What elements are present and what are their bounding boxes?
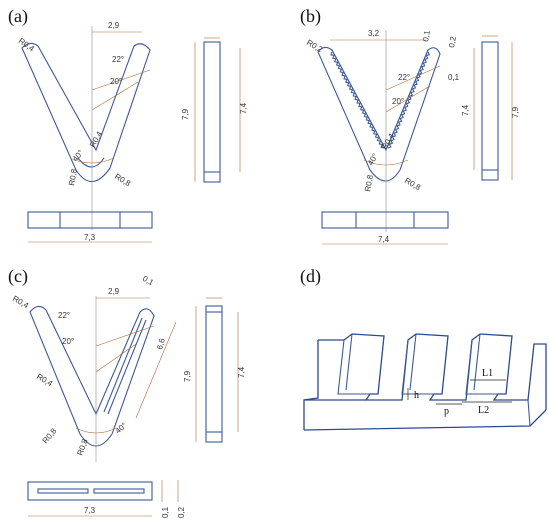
c-base-width: 7,3 — [84, 506, 96, 515]
serration — [387, 51, 431, 149]
panel-a: (a) R0,4 2,9 22° 20° R0,4 40° R0,8 R0,8 … — [8, 6, 248, 243]
c-angle-inner: 20° — [62, 337, 74, 346]
c-r-bottom-right: R0,8 — [75, 437, 89, 456]
c-width-top: 2,9 — [108, 287, 120, 296]
b-tooth-c: 0,1 — [448, 73, 460, 82]
panel-a-label: (a) — [8, 6, 28, 27]
a-angle-outer: 22° — [112, 55, 124, 64]
c-side-height-outer: 7,9 — [183, 370, 192, 382]
b-base-width: 7,4 — [378, 235, 390, 244]
b-side-height-outer: 7,9 — [511, 106, 520, 118]
d-l1: L1 — [482, 368, 493, 379]
c-side-height-inner: 7,4 — [237, 366, 246, 378]
c-r-mid: R0,4 — [35, 372, 55, 389]
c-r-top-left: R0,4 — [11, 294, 31, 311]
d-l2: L2 — [478, 405, 489, 416]
b-angle-bottom: 40° — [366, 152, 380, 167]
a-r-bottom-right: R0,8 — [113, 172, 133, 189]
panel-c-v-part — [29, 296, 177, 462]
panel-b-base — [321, 211, 449, 245]
b-tooth-a: 0,1 — [421, 29, 432, 42]
a-r-top-left: R0,4 — [17, 36, 36, 53]
panel-b: (b) R0,2 3,2 0,1 0,2 0,1 22° 20° R0,4 40… — [300, 6, 520, 245]
panel-b-side-view — [473, 35, 513, 181]
panel-d-grooved-block — [303, 333, 547, 431]
c-angle-outer: 22° — [58, 311, 70, 320]
b-tooth-b: 0,2 — [447, 35, 458, 48]
a-side-height-inner: 7,4 — [239, 102, 248, 114]
b-angle-outer: 22° — [398, 73, 410, 82]
panel-c-side-view — [195, 297, 239, 443]
c-base-b: 0,2 — [177, 506, 186, 518]
panel-b-v-part — [317, 30, 441, 232]
a-side-height-outer: 7,9 — [181, 108, 190, 120]
c-base-a: 0,1 — [161, 506, 170, 518]
panel-c-base — [27, 480, 179, 517]
panel-b-label: (b) — [300, 6, 321, 27]
c-r-bottom-left: R0,8 — [41, 426, 59, 445]
b-width-top: 3,2 — [368, 29, 380, 38]
a-angle-bottom: 40° — [71, 148, 86, 163]
panel-c: (c) R0,4 2,9 0,1 22° 20° R0,4 6,6 40° R0… — [8, 266, 246, 518]
a-angle-inner: 20° — [110, 77, 122, 86]
b-angle-inner: 20° — [392, 97, 404, 106]
panel-a-v-part — [21, 26, 151, 230]
d-p: p — [444, 406, 449, 417]
panel-d-label: (d) — [300, 266, 321, 287]
c-length-slot: 6,6 — [155, 337, 167, 351]
serration — [330, 51, 385, 149]
panel-d: (d) L1 L2 h p — [300, 266, 547, 431]
b-side-height-inner: 7,4 — [461, 104, 470, 116]
c-tooth: 0,1 — [141, 274, 156, 288]
b-r-bottom-right: R0,8 — [403, 176, 423, 193]
panel-a-base — [27, 211, 153, 243]
b-r-bottom-left: R0,8 — [363, 174, 375, 193]
panel-c-label: (c) — [8, 266, 28, 287]
a-r-bottom-left: R0,8 — [67, 168, 79, 187]
panel-a-side-view — [194, 37, 241, 183]
a-base-width: 7,3 — [84, 233, 96, 242]
a-width-top: 2,9 — [108, 21, 120, 30]
b-r-top-left: R0,2 — [305, 38, 325, 55]
d-h: h — [414, 390, 419, 401]
